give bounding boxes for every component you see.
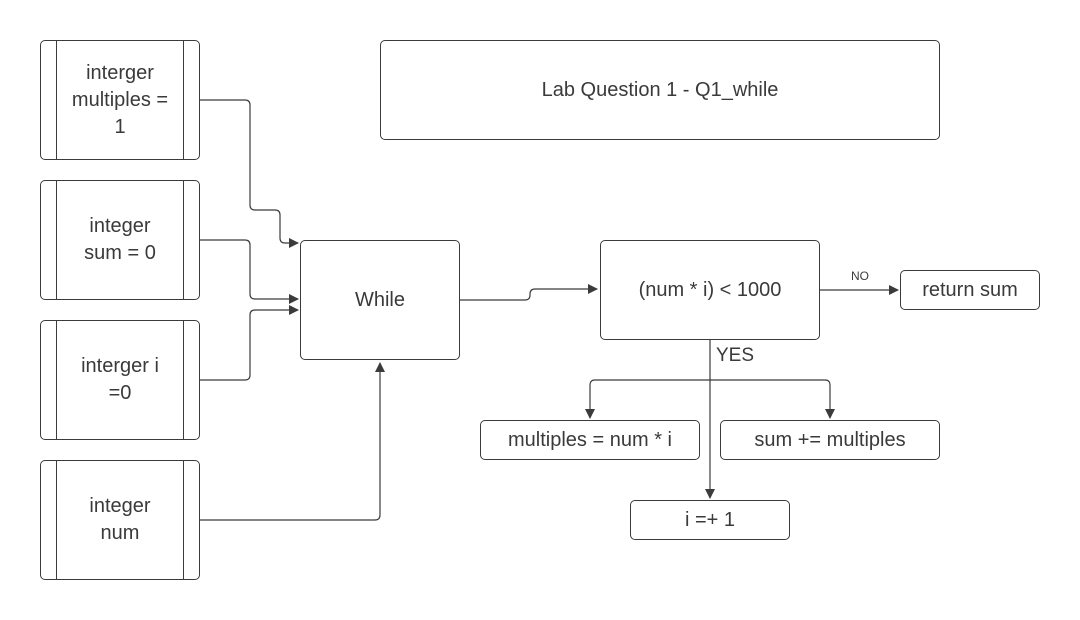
condition-node: (num * i) < 1000: [600, 240, 820, 340]
input-num-box: integer num: [40, 460, 200, 580]
edge-i-to-while: [200, 305, 299, 381]
edge-sum-to-while: [200, 239, 299, 304]
edge-label-yes: YES: [716, 345, 755, 366]
edge-num-to-while: [200, 362, 385, 521]
multiples-step-node: multiples = num * i: [480, 420, 700, 460]
edge-condition-to-sum-step: [710, 379, 835, 419]
edge-condition-to-multiples-step: [585, 340, 711, 419]
input-i-box: interger i =0: [40, 320, 200, 440]
diagram-title: Lab Question 1 - Q1_while: [380, 40, 940, 140]
edge-multiples-to-while: [200, 99, 299, 248]
while-loop-node: While: [300, 240, 460, 360]
increment-step-node: i =+ 1: [630, 500, 790, 540]
sum-step-node: sum += multiples: [720, 420, 940, 460]
input-sum-box: integer sum = 0: [40, 180, 200, 300]
return-sum-node: return sum: [900, 270, 1040, 310]
input-multiples-box: interger multiples = 1: [40, 40, 200, 160]
edge-label-no: NO: [851, 269, 869, 283]
edge-while-to-condition: [460, 284, 598, 301]
